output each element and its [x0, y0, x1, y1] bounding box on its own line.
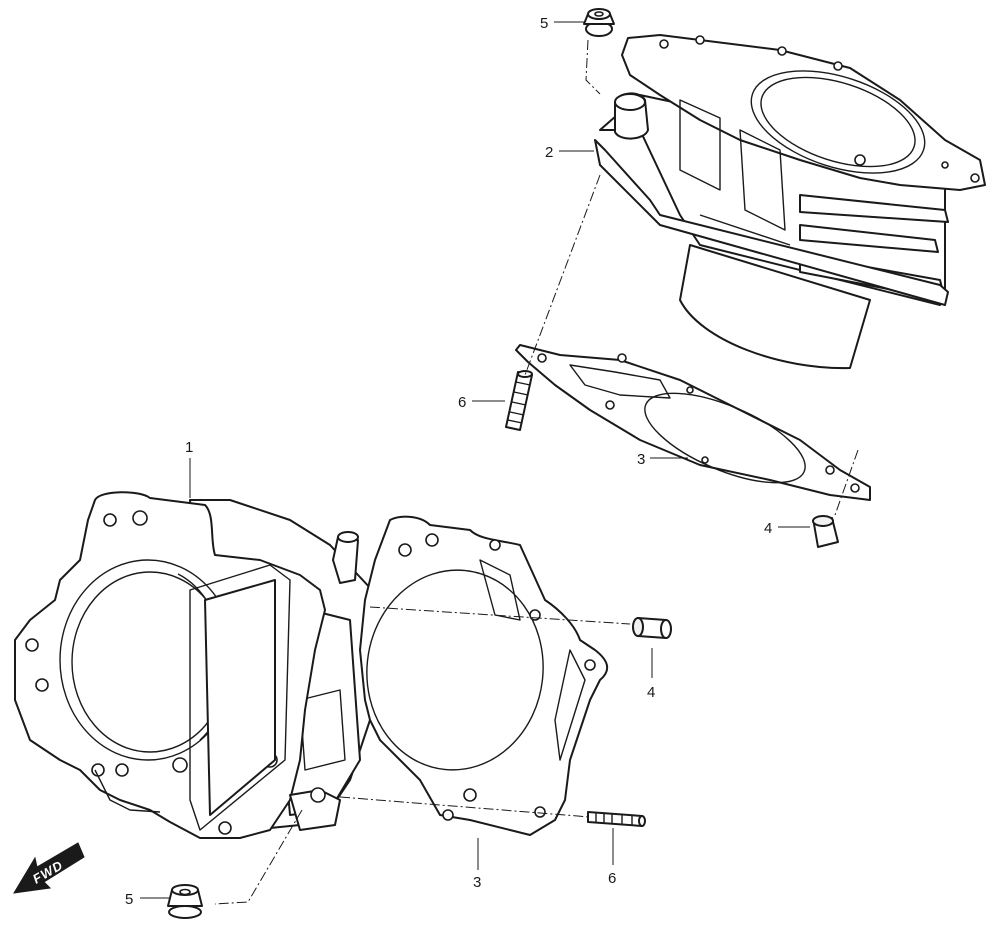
callout-5-bottom: 5 — [125, 891, 133, 908]
callout-2: 2 — [545, 144, 553, 161]
cylinder-gasket-bottom — [359, 515, 609, 836]
stud-bolt-top — [505, 370, 533, 431]
callout-6-top: 6 — [458, 394, 466, 411]
dowel-pin-bottom — [632, 617, 672, 639]
callout-1: 1 — [185, 439, 193, 456]
forward-direction-arrow: FWD — [13, 842, 85, 894]
callout-4-bottom: 4 — [647, 684, 655, 701]
leader-lines — [140, 21, 810, 899]
dowel-pin-top — [812, 515, 839, 548]
callout-4-top: 4 — [764, 520, 772, 537]
assembly-lines — [214, 39, 859, 905]
flange-nut-bottom — [167, 884, 203, 919]
callout-3-top: 3 — [637, 451, 645, 468]
callout-labels: 5 2 6 3 4 1 4 3 6 5 — [125, 15, 772, 908]
callout-6-bottom: 6 — [608, 870, 616, 887]
stud-bolt-bottom — [587, 811, 646, 827]
callout-5-top: 5 — [540, 15, 548, 32]
cylinder-block-top — [594, 34, 986, 370]
flange-nut-top — [583, 8, 615, 37]
cylinder-gasket-top — [515, 344, 871, 501]
callout-3-bottom: 3 — [473, 874, 481, 891]
cylinder-block-bottom — [14, 491, 401, 839]
